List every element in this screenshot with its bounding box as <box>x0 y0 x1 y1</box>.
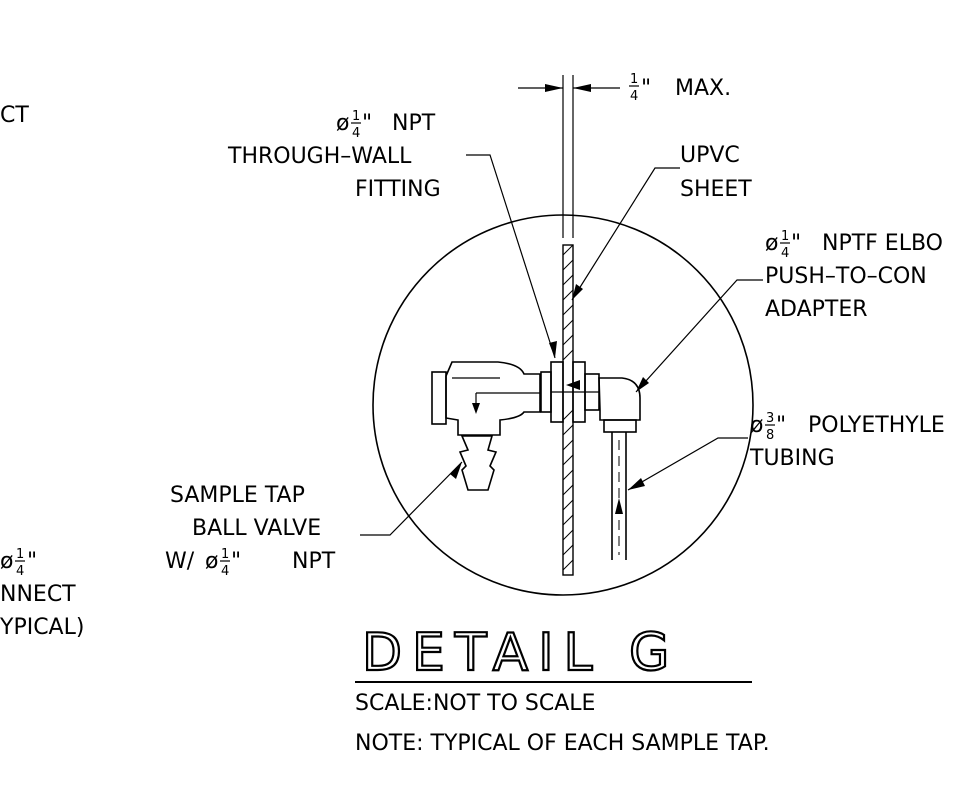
label-sample-tap: SAMPLE TAP BALL VALVE W/ ø 1 4 " NPT <box>165 483 336 579</box>
svg-text:4: 4 <box>352 126 360 141</box>
label-upvc: UPVC SHEET <box>680 143 752 202</box>
svg-text:NPTF ELBO: NPTF ELBO <box>822 231 943 256</box>
svg-text:1: 1 <box>221 547 229 562</box>
svg-text:THROUGH–WALL: THROUGH–WALL <box>227 144 412 169</box>
svg-text:ø: ø <box>0 549 13 574</box>
svg-text:ø: ø <box>750 413 763 438</box>
svg-text:TUBING: TUBING <box>749 446 835 471</box>
svg-text:": " <box>776 413 786 438</box>
ball-valve <box>431 361 541 491</box>
svg-text:1: 1 <box>352 109 360 124</box>
svg-text:BALL VALVE: BALL VALVE <box>192 516 321 541</box>
upvc-sheet <box>562 75 574 576</box>
svg-text:": " <box>641 76 651 101</box>
elbow-adapter <box>598 377 641 433</box>
svg-text:NPT: NPT <box>292 549 336 574</box>
svg-text:4: 4 <box>16 564 24 579</box>
label-left-connect: ø 1 4 " NNECT YPICAL) <box>0 547 84 640</box>
svg-text:1: 1 <box>16 547 24 562</box>
svg-text:": " <box>362 111 372 136</box>
svg-text:4: 4 <box>630 89 638 104</box>
svg-text:POLYETHYLE: POLYETHYLE <box>808 413 945 438</box>
through-wall-fitting <box>540 361 600 423</box>
svg-text:4: 4 <box>221 564 229 579</box>
label-elbow: ø 1 4 " NPTF ELBO PUSH–TO–CON ADAPTER <box>765 229 943 322</box>
svg-text:SHEET: SHEET <box>680 177 752 202</box>
svg-text:ø: ø <box>765 231 778 256</box>
svg-text:YPICAL): YPICAL) <box>0 615 84 640</box>
svg-text:1: 1 <box>630 72 638 87</box>
svg-text:MAX.: MAX. <box>675 76 731 101</box>
svg-text:FITTING: FITTING <box>355 177 441 202</box>
svg-text:ADAPTER: ADAPTER <box>765 297 868 322</box>
label-max: 1 4 " MAX. <box>629 72 731 104</box>
label-through-wall: ø 1 4 " NPT THROUGH–WALL FITTING <box>227 109 441 202</box>
svg-text:": " <box>27 549 37 574</box>
tubing <box>611 432 627 560</box>
svg-text:1: 1 <box>781 229 789 244</box>
svg-text:UPVC: UPVC <box>680 143 740 168</box>
leaders <box>360 154 763 536</box>
svg-text:NPT: NPT <box>392 111 436 136</box>
svg-text:8: 8 <box>766 428 774 443</box>
scale-note: SCALE:NOT TO SCALE <box>355 691 595 716</box>
label-poly: ø 3 8 " POLYETHYLE TUBING <box>749 411 945 471</box>
svg-text:W/: W/ <box>165 549 195 574</box>
svg-text:3: 3 <box>766 411 774 426</box>
svg-text:DETAIL G: DETAIL G <box>362 623 679 683</box>
max-dimension <box>518 84 620 92</box>
svg-text:SAMPLE TAP: SAMPLE TAP <box>170 483 305 508</box>
detail-title: DETAIL G <box>355 622 752 684</box>
svg-text:ø: ø <box>205 549 218 574</box>
svg-text:ø: ø <box>336 111 349 136</box>
svg-text:NNECT: NNECT <box>0 582 76 607</box>
svg-text:": " <box>231 549 241 574</box>
svg-text:4: 4 <box>781 246 789 261</box>
svg-text:PUSH–TO–CON: PUSH–TO–CON <box>765 264 927 289</box>
svg-text:": " <box>791 231 801 256</box>
cut-text-top-left: CT <box>0 103 29 128</box>
general-note: NOTE: TYPICAL OF EACH SAMPLE TAP. <box>355 731 770 756</box>
